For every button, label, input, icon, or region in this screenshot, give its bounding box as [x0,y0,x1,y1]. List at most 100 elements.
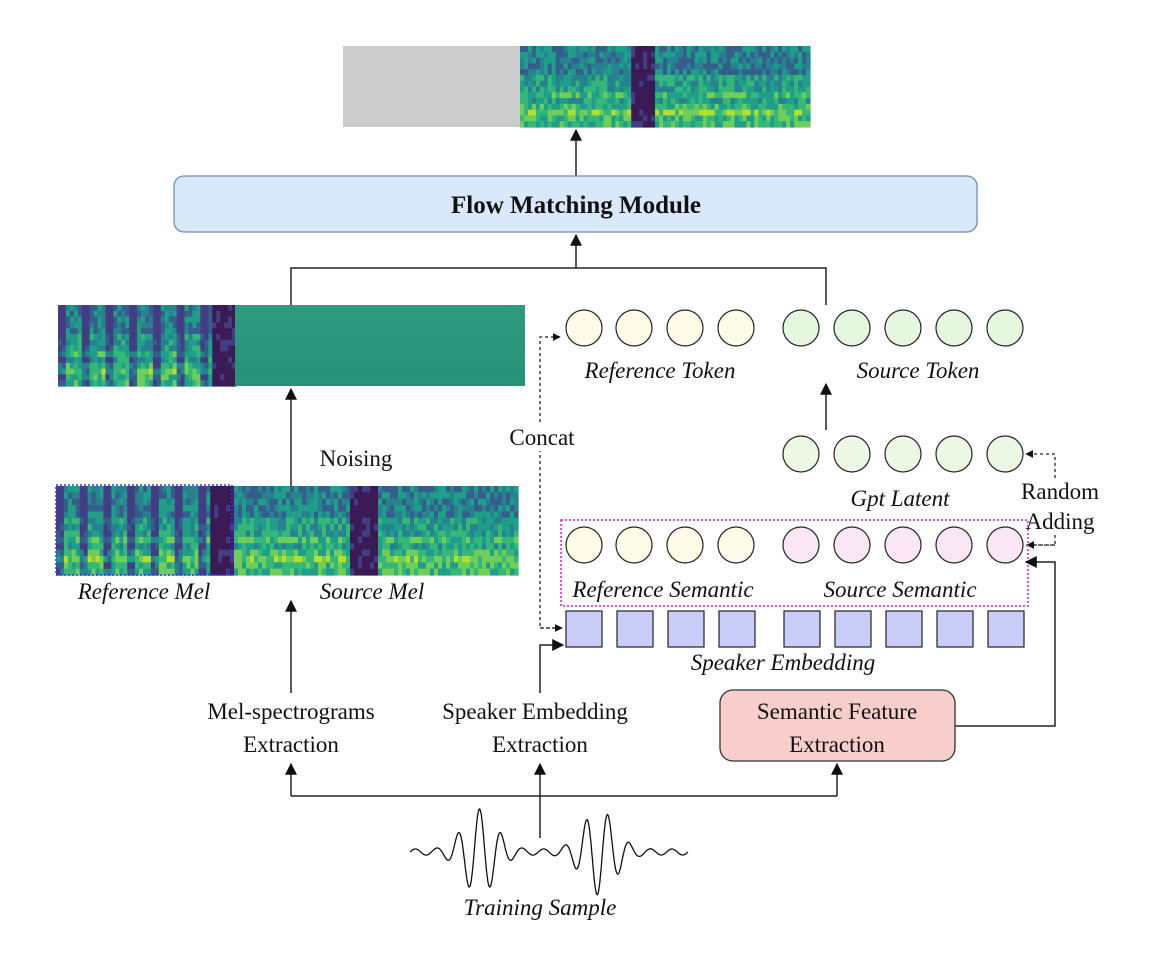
spectrogram-cell [71,492,77,500]
spectrogram-cell [663,103,668,111]
spectrogram-cell [109,368,114,376]
spectrogram-cell [446,524,451,532]
spectrogram-cell [686,80,692,88]
spectrogram-cell [559,98,565,105]
spectrogram-cell [366,511,371,519]
spectrogram-cell [196,368,201,376]
spectrogram-cell [494,511,499,519]
spectrogram-cell [543,109,549,117]
spectrogram-cell [214,530,219,538]
spectrogram-cell [232,351,237,358]
spectrogram-cell [127,530,132,538]
spectrogram-cell [734,51,740,59]
spectrogram-cell [398,511,403,519]
spectrogram-cell [575,103,581,111]
spectrogram-cell [446,555,451,563]
spectrogram-cell [563,74,569,82]
spectrogram-cell [742,46,748,53]
spectrogram-cell [563,121,569,128]
spectrogram-cell [254,517,259,525]
spectrogram-cell [178,568,184,576]
spectrogram-cell [166,492,172,500]
spectrogram-cell [539,115,545,122]
spectrogram-cell [434,498,439,506]
spectrogram-cell [350,486,355,493]
spectrogram-cell [71,530,77,538]
spectrogram-cell [79,505,85,513]
spectrogram-cell [520,63,525,70]
spectrogram-cell [294,511,299,519]
semantic-extraction-label-line1: Semantic Feature [757,699,917,724]
spectrogram-cell [338,517,343,525]
spectrogram-cell [710,74,716,82]
spectrogram-cell [113,328,118,335]
spectrogram-cell [145,328,150,335]
spectrogram-cell [406,492,411,500]
spectrogram-cell [520,80,525,88]
spectrogram-cell [482,555,487,563]
spectrogram-cell [306,568,311,576]
spectrogram-cell [754,69,759,76]
spectrogram-cell [802,63,807,70]
spectrogram-cell [93,380,99,387]
spectrogram-cell [722,121,728,128]
spectrogram-cell [186,505,192,513]
spectrogram-cell [378,498,383,506]
spectrogram-cell [125,368,130,376]
spectrogram-cell [186,543,192,551]
spectrogram-cell [611,92,616,99]
spectrogram-cell [615,115,620,122]
spectrogram-cell [786,103,791,111]
spectrogram-cell [113,333,118,341]
spectrogram-cell [551,63,557,70]
spectrogram-cell [378,543,383,551]
spectrogram-cell [212,339,217,347]
spectrogram-cell [366,543,371,551]
spectrogram-cell [450,505,455,513]
mel-extraction-label-line1: Mel-spectrograms [207,699,374,724]
spectrogram-cell [678,51,684,59]
spectrogram-cell [358,536,363,544]
spectrogram-cell [99,536,105,544]
spectrogram-cell [326,536,331,544]
spectrogram-cell [470,549,475,557]
spectrogram-cell [607,57,612,64]
spectrogram-cell [121,380,126,387]
spectrogram-cell [77,351,83,358]
spectrogram-cell [786,51,791,59]
spectrogram-cell [188,316,194,323]
spectrogram-cell [232,368,237,376]
spectrogram-cell [178,486,184,493]
spectrogram-cell [278,562,283,570]
spectrogram-cell [81,328,87,335]
spectrogram-cell [129,310,134,318]
spectrogram-cell [121,357,126,364]
spectrogram-cell [174,511,180,519]
spectrogram-cell [531,46,537,53]
spectrogram-cell [490,549,495,557]
source-semantic-row [782,526,1024,564]
merge-connector [290,267,827,305]
spectrogram-cell [178,505,184,513]
spectrogram-cell [659,103,664,111]
spectrogram-cell [56,498,61,506]
spectrogram-cell [430,492,435,500]
spectrogram-cell [135,517,140,525]
spectrogram-cell [603,121,608,128]
spectrogram-cell [698,103,704,111]
spectrogram-cell [158,530,164,538]
spectrogram-cell [758,63,763,70]
spectrogram-cell [115,555,120,563]
spectrogram-cell [678,74,684,82]
spectrogram-cell [196,345,201,352]
spectrogram-cell [402,505,407,513]
spectrogram-cell [539,57,545,64]
spectrogram-cell [208,339,213,347]
spectrogram-cell [145,322,150,329]
spectrogram-cell [254,511,259,519]
spectrogram-cell [318,543,323,551]
spectrogram-cell [611,86,616,93]
spectrogram-cell [338,543,343,551]
spectrogram-cell [232,362,237,370]
spectrogram-cell [218,486,223,493]
